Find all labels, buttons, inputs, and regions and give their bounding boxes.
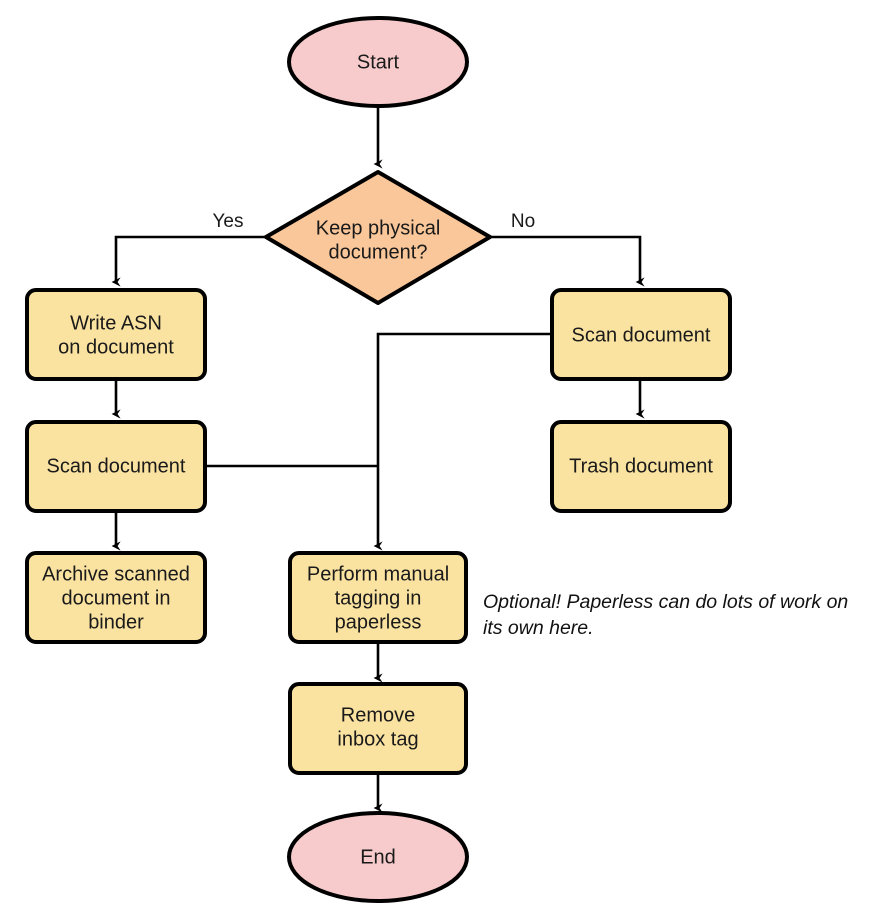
edge-decision-yes-to-write-asn bbox=[111, 235, 266, 287]
manual-tagging-label-line3: paperless bbox=[335, 611, 422, 633]
scan-right-label: Scan document bbox=[572, 324, 711, 346]
scan-right-box-shape[interactable] bbox=[550, 288, 732, 381]
decision-label-line1: Keep physical bbox=[316, 217, 441, 239]
scan-left-label: Scan document bbox=[47, 455, 186, 477]
node-archive-scanned-document[interactable]: Archive scanned document in binder bbox=[25, 551, 207, 644]
node-remove-inbox-tag[interactable]: Remove inbox tag bbox=[288, 682, 468, 775]
node-scan-document-left[interactable]: Scan document bbox=[25, 420, 207, 513]
edge-decision-no-to-scan-right bbox=[490, 235, 645, 287]
write-asn-label-line2: on document bbox=[58, 336, 174, 358]
end-label: End bbox=[360, 846, 396, 868]
manual-tagging-label-line1: Perform manual bbox=[307, 563, 449, 585]
trash-label: Trash document bbox=[569, 455, 713, 477]
remove-inbox-label-line2: inbox tag bbox=[337, 728, 418, 750]
start-ellipse-shape[interactable] bbox=[287, 16, 469, 108]
scan-left-box-shape[interactable] bbox=[25, 420, 207, 513]
optional-note-line1: Optional! Paperless can do lots of work … bbox=[483, 591, 848, 613]
edge-label-no: No bbox=[511, 211, 535, 232]
start-label: Start bbox=[357, 51, 400, 73]
node-trash-document[interactable]: Trash document bbox=[550, 420, 732, 513]
edges-layer bbox=[111, 102, 645, 813]
remove-inbox-box-shape[interactable] bbox=[288, 682, 468, 775]
edge-scan-right-to-manual-tagging bbox=[373, 332, 552, 551]
node-perform-manual-tagging[interactable]: Perform manual tagging in paperless bbox=[288, 551, 468, 644]
optional-note-line2: its own here. bbox=[483, 617, 594, 639]
node-write-asn-on-document[interactable]: Write ASN on document bbox=[25, 288, 207, 381]
write-asn-box-shape[interactable] bbox=[25, 288, 207, 381]
node-start[interactable]: Start bbox=[287, 16, 469, 108]
node-scan-document-right[interactable]: Scan document bbox=[550, 288, 732, 381]
archive-label-line3: binder bbox=[88, 611, 144, 633]
decision-diamond-shape[interactable] bbox=[264, 170, 492, 305]
optional-note: Optional! Paperless can do lots of work … bbox=[483, 591, 848, 639]
archive-label-line2: document in bbox=[62, 587, 171, 609]
decision-label-line2: document? bbox=[329, 241, 428, 263]
manual-tagging-box-shape[interactable] bbox=[288, 551, 468, 644]
trash-box-shape[interactable] bbox=[550, 420, 732, 513]
node-decision-keep-physical-document[interactable]: Keep physical document? bbox=[264, 170, 492, 305]
edge-label-yes: Yes bbox=[213, 211, 244, 232]
node-end[interactable]: End bbox=[287, 811, 469, 903]
manual-tagging-label-line2: tagging in bbox=[335, 587, 422, 609]
archive-label-line1: Archive scanned bbox=[42, 563, 190, 585]
archive-box-shape[interactable] bbox=[25, 551, 207, 644]
write-asn-label-line1: Write ASN bbox=[70, 312, 162, 334]
end-ellipse-shape[interactable] bbox=[287, 811, 469, 903]
edge-labels-layer: Yes No bbox=[213, 211, 536, 232]
remove-inbox-label-line1: Remove bbox=[341, 704, 415, 726]
